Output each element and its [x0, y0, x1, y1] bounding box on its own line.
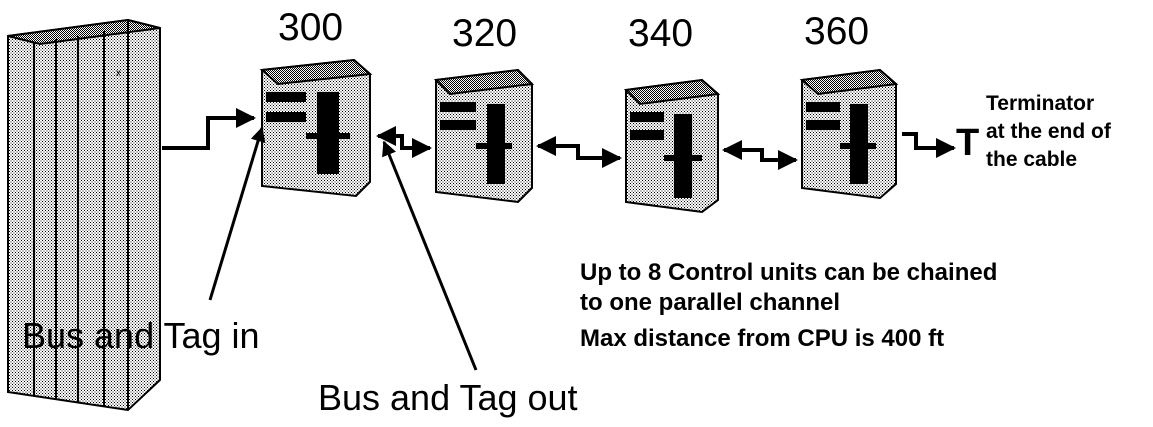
control-unit-320-cabinet: [433, 68, 535, 204]
bus-and-tag-out-label: Bus and Tag out: [318, 377, 578, 418]
terminator-line: Terminator: [986, 92, 1095, 115]
cable-360-to-terminator: [902, 132, 956, 158]
terminator-line: at the end of: [986, 120, 1111, 143]
terminator-line: the cable: [986, 148, 1078, 171]
svg-text:x: x: [116, 68, 121, 79]
bus-tag-out-pointer: [382, 140, 478, 371]
chaining-note: Up to 8 Control units can be chained to …: [580, 258, 997, 354]
bus-and-tag-in-label: Bus and Tag in: [22, 315, 260, 356]
control-unit-320-label: 320: [452, 12, 518, 55]
cable-300-to-320: [376, 126, 432, 158]
bus-tag-in-pointer: [208, 126, 266, 301]
cable-320-to-340: [536, 136, 622, 168]
note-line: Up to 8 Control units can be chained: [580, 259, 998, 286]
control-unit-360-cabinet: [799, 68, 899, 200]
control-unit-360-label: 360: [804, 10, 870, 53]
note-line: Max distance from CPU is 400 ft: [580, 325, 945, 352]
note-line: to one parallel channel: [580, 289, 841, 316]
cable-cpu-to-300: [162, 108, 256, 150]
terminator-symbol: T: [956, 122, 980, 164]
control-unit-340-cabinet: [623, 78, 721, 214]
control-unit-300-label: 300: [278, 6, 344, 49]
mainframe-cpu: x: [7, 18, 161, 412]
control-unit-300-cabinet: [259, 58, 373, 198]
control-unit-340-label: 340: [628, 12, 694, 55]
terminator-description: Terminator at the end of the cable: [986, 90, 1111, 174]
cable-340-to-360: [722, 140, 798, 170]
